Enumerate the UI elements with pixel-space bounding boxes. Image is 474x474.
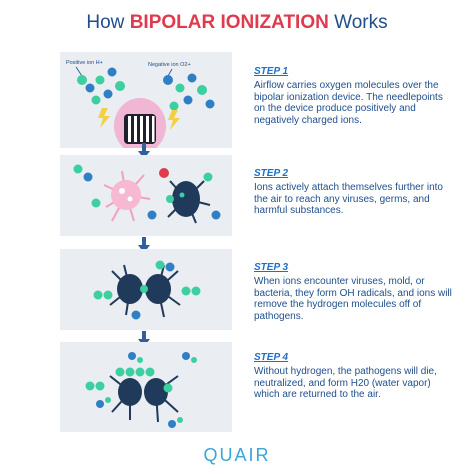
ions-step4 <box>85 367 173 393</box>
step-4-label: STEP 4 <box>254 352 289 363</box>
step-1-label: STEP 1 <box>254 66 289 77</box>
title-suffix: Works <box>328 12 388 33</box>
ions-step3 <box>93 260 201 320</box>
step-1: STEP 1 Airflow carries oxygen molecules … <box>254 66 454 126</box>
step3-svg <box>93 260 201 320</box>
page-title: How BIPOLAR IONIZATION Works <box>0 12 474 34</box>
ion-cluster-left <box>77 67 125 105</box>
small-red-virus-icon <box>159 168 169 178</box>
ionizer-device-icon <box>114 98 166 148</box>
step-2-text: Ions actively attach themselves further … <box>254 182 443 217</box>
step2-illustration <box>60 155 232 236</box>
step-3-label: STEP 3 <box>254 262 289 273</box>
step4-illustration <box>60 342 232 432</box>
navy-virus-icon <box>167 180 211 224</box>
negative-ion-label: Negative ion O2+ <box>148 62 191 68</box>
step-2: STEP 2 Ions actively attach themselves f… <box>254 168 454 217</box>
positive-ion-label: Positive ion H+ <box>66 60 103 66</box>
step-3: STEP 3 When ions encounter viruses, mold… <box>254 262 454 322</box>
step-4-text: Without hydrogen, the pathogens will die… <box>254 366 437 401</box>
step2-svg <box>73 164 221 224</box>
ions-step2 <box>73 164 221 220</box>
neutralized-pathogen-icon <box>109 375 179 423</box>
title-highlight: BIPOLAR IONIZATION <box>129 12 329 33</box>
brand-logo: QUAIR <box>203 445 271 465</box>
step4-svg <box>85 352 197 428</box>
title-prefix: How <box>86 12 130 33</box>
step-1-text: Airflow carries oxygen molecules over th… <box>254 80 443 126</box>
step-2-label: STEP 2 <box>254 168 289 179</box>
ion-cluster-right <box>163 73 215 111</box>
step1-illustration: Positive ion H+ Negative ion O2+ <box>60 52 232 148</box>
pathogen-cluster-icon <box>109 264 181 318</box>
step-3-text: When ions encounter viruses, mold, or ba… <box>254 276 452 322</box>
step3-illustration <box>60 249 232 330</box>
step1-svg: Positive ion H+ Negative ion O2+ <box>66 60 215 148</box>
pink-virus-icon <box>103 170 151 222</box>
spark-icons <box>98 108 180 130</box>
water-vapor-molecules <box>96 352 197 428</box>
step-4: STEP 4 Without hydrogen, the pathogens w… <box>254 352 454 401</box>
